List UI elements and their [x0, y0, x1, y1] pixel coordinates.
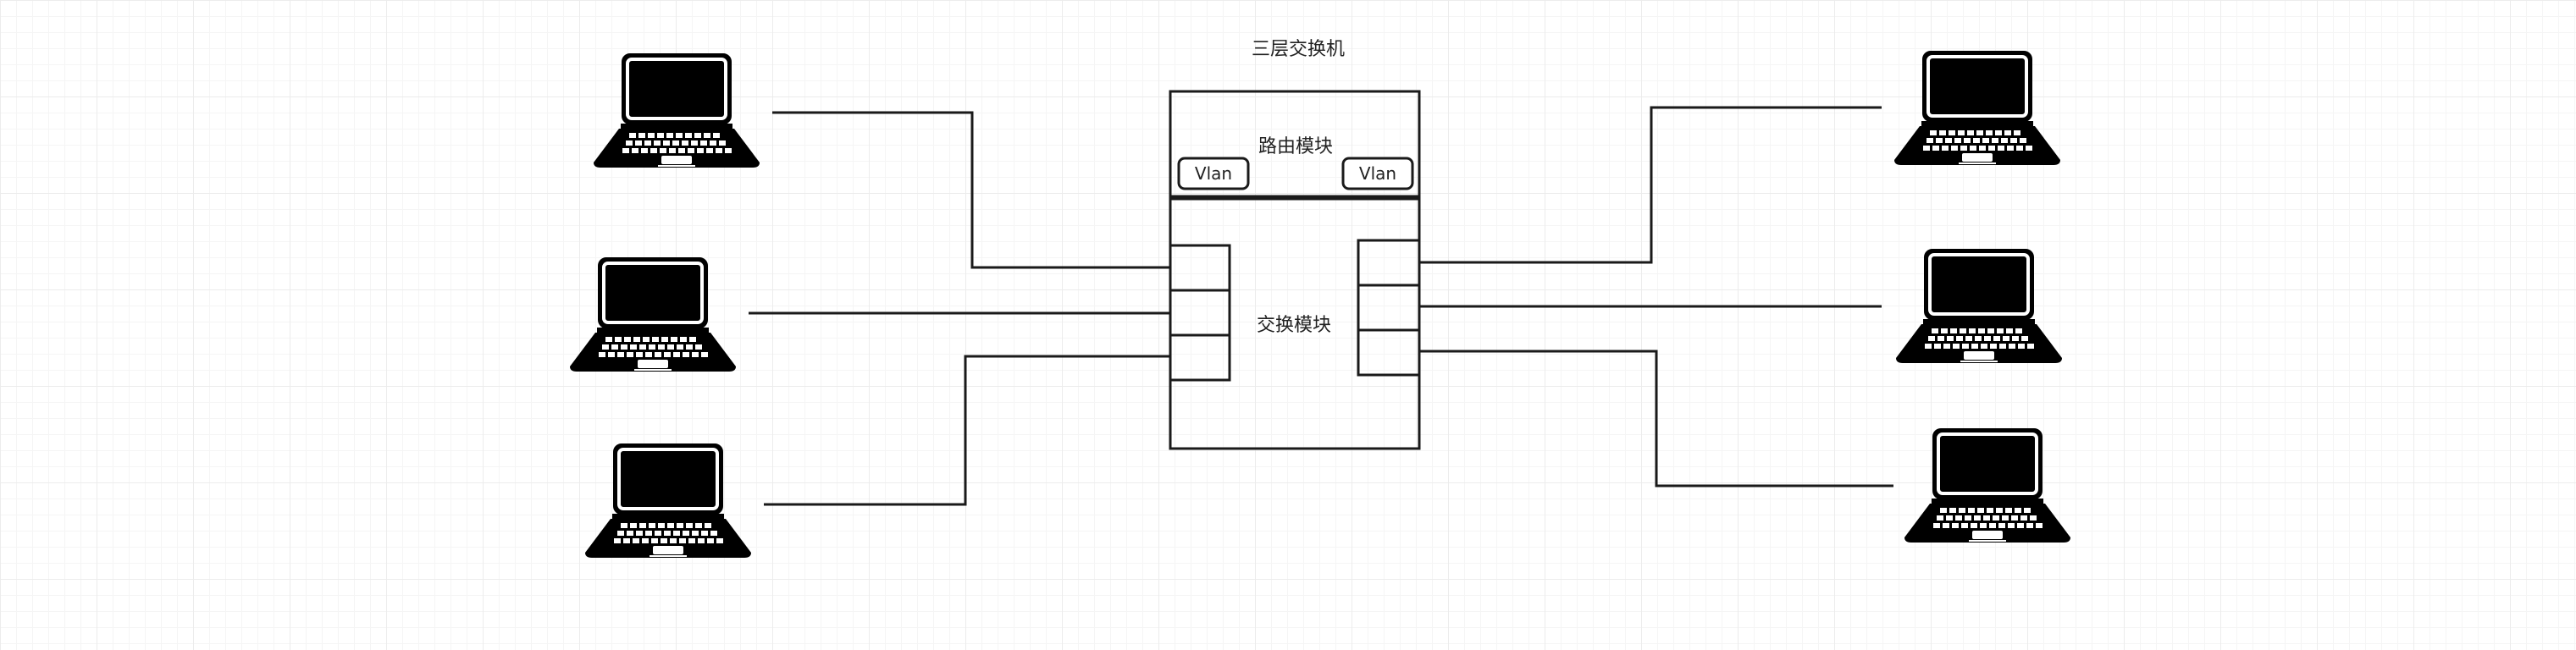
laptop-icon-right-3 [1903, 427, 2072, 544]
laptop-icon-left-1 [592, 52, 761, 169]
left-port-3 [1169, 333, 1231, 382]
left-port-2 [1169, 289, 1231, 337]
right-port-1 [1357, 239, 1421, 287]
routing-module-label: 路由模块 [1258, 136, 1333, 157]
vlan-left-box [1177, 157, 1250, 190]
link-right-3 [1419, 350, 1893, 488]
right-port-group [1357, 239, 1421, 377]
right-port-3 [1357, 328, 1421, 377]
routing-module-box [1169, 90, 1421, 198]
switching-module-label: 交换模块 [1257, 315, 1331, 336]
left-port-1 [1169, 244, 1231, 292]
laptop-icon-left-3 [583, 443, 753, 559]
vlan-right-box [1341, 157, 1414, 190]
vlan-right-label: Vlan [1359, 163, 1396, 184]
switch-title: 三层交换机 [1252, 39, 1345, 60]
vlan-left-label: Vlan [1195, 163, 1232, 184]
link-right-1 [1419, 106, 1882, 264]
right-port-2 [1357, 284, 1421, 332]
link-left-3 [764, 355, 1170, 506]
laptop-icon-right-2 [1894, 248, 2064, 365]
link-left-1 [772, 111, 1170, 269]
laptop-icon-right-1 [1893, 50, 2062, 167]
left-port-group [1169, 244, 1231, 382]
laptop-icon-left-2 [568, 256, 738, 373]
